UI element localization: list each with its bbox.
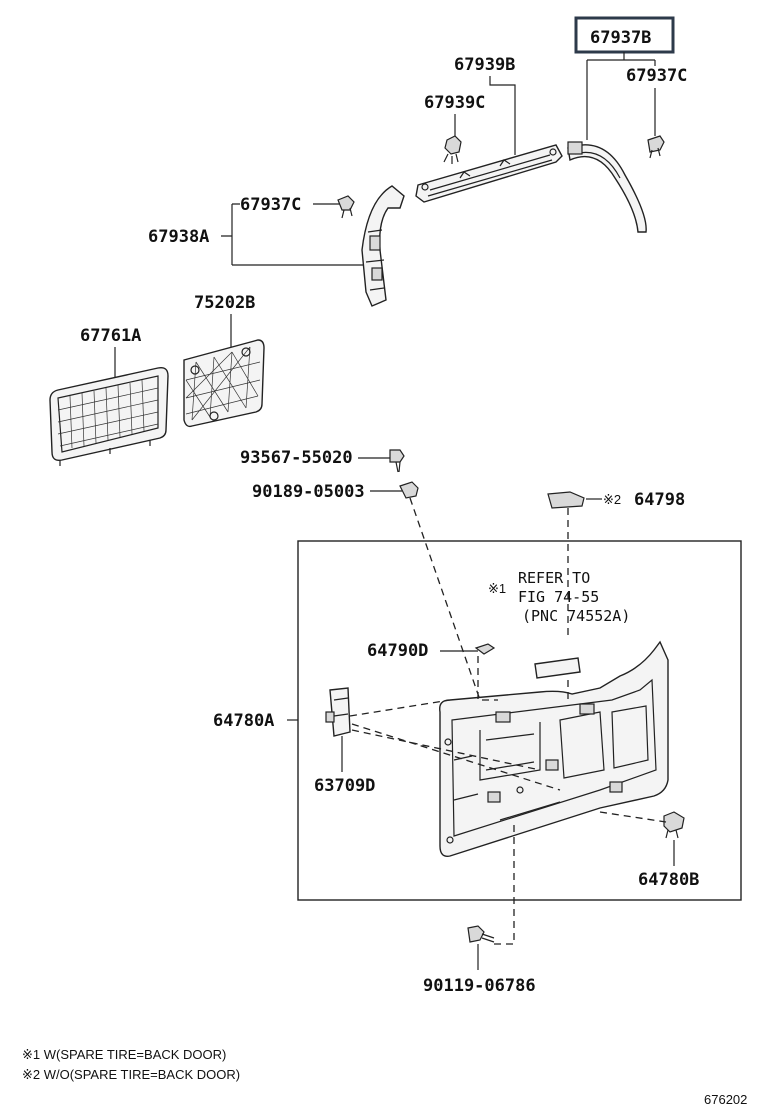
label-67937B[interactable]: 67937B <box>590 28 651 48</box>
clip-67937C-top <box>647 135 665 159</box>
marker-1-reference: ※1 <box>488 581 506 596</box>
clip-64790D <box>474 643 496 655</box>
label-67937C-top[interactable]: 67937C <box>626 66 687 86</box>
cover-75202B <box>183 339 265 428</box>
ref-line-2[interactable]: FIG 74-55 <box>518 588 599 606</box>
clip-90189-05003 <box>399 481 419 499</box>
clip-67939C <box>443 135 462 164</box>
label-67939C[interactable]: 67939C <box>424 93 485 113</box>
pad-64798 <box>547 491 585 509</box>
label-93567-55020[interactable]: 93567-55020 <box>240 448 353 468</box>
ref-line-1[interactable]: REFER TO <box>518 569 590 587</box>
screw-90119-06786 <box>467 925 495 943</box>
clip-64780B <box>663 811 685 839</box>
footnote-1: ※1 W(SPARE TIRE=BACK DOOR) <box>22 1047 226 1062</box>
figure-number: 676202 <box>704 1092 747 1107</box>
clip-67937C-left <box>337 195 355 219</box>
leader-67937B <box>586 52 656 140</box>
garnish-67939B <box>415 144 563 203</box>
label-90189-05003[interactable]: 90189-05003 <box>252 482 365 502</box>
reference-plate <box>534 657 581 679</box>
footnote-2: ※2 W/O(SPARE TIRE=BACK DOOR) <box>22 1067 240 1082</box>
marker-2-64798: ※2 <box>603 492 621 507</box>
cover-67761A <box>49 366 169 466</box>
label-67939B[interactable]: 67939B <box>454 55 515 75</box>
label-63709D[interactable]: 63709D <box>314 776 375 796</box>
label-67761A[interactable]: 67761A <box>80 326 141 346</box>
handle-63709D <box>325 687 351 737</box>
dashed-guides <box>349 497 667 945</box>
label-90119-06786[interactable]: 90119-06786 <box>423 976 536 996</box>
screw-93567-55020 <box>389 449 405 473</box>
label-64780A[interactable]: 64780A <box>213 711 274 731</box>
label-64798[interactable]: 64798 <box>634 490 685 510</box>
garnish-67937B <box>567 141 647 233</box>
pillar-garnish-67938A <box>361 185 405 307</box>
label-67938A[interactable]: 67938A <box>148 227 209 247</box>
label-67937C-left[interactable]: 67937C <box>240 195 301 215</box>
label-64790D[interactable]: 64790D <box>367 641 428 661</box>
leader-67939B <box>489 76 516 155</box>
leader-67938A <box>221 203 368 266</box>
ref-line-3[interactable]: (PNC 74552A) <box>522 607 630 625</box>
label-75202B[interactable]: 75202B <box>194 293 255 313</box>
label-64780B[interactable]: 64780B <box>638 870 699 890</box>
